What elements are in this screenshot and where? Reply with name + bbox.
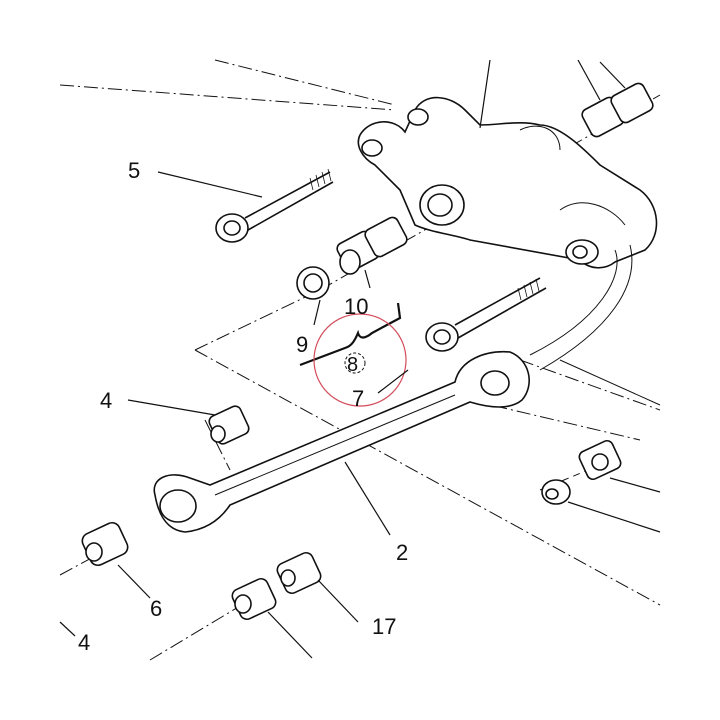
label-10: 10 (344, 294, 368, 319)
bracket-body (357, 96, 658, 269)
bracket-hole-2 (407, 108, 429, 126)
leader-4 (127, 399, 216, 416)
bracket-lower-hole-inner (572, 245, 588, 259)
bracket-edge-2 (559, 202, 626, 226)
bushing-6-end (85, 542, 103, 562)
bolt-7-shank-top (454, 277, 541, 326)
group-brace (299, 302, 402, 367)
centerline-top (214, 59, 396, 106)
right-bushing-end (591, 453, 609, 471)
bushing-bottom (231, 551, 322, 621)
centerline-bottom (149, 599, 251, 661)
right-cap-inner (545, 488, 559, 500)
bushing-10-end (339, 249, 361, 275)
bracket-edge (519, 125, 561, 151)
bolt-7 (425, 277, 547, 352)
washer-9 (296, 266, 330, 300)
link-arm-2 (153, 350, 530, 533)
centerline-bushing-6 (59, 547, 111, 576)
bushing-6 (81, 521, 129, 567)
label-17: 17 (372, 614, 396, 639)
bolt-5 (215, 168, 334, 243)
leader-10 (364, 269, 371, 289)
link-ridge (214, 394, 456, 496)
bolt-5-shank-bottom (247, 181, 334, 231)
leader-4-bottom (59, 621, 76, 637)
centerline-top-left (59, 84, 396, 111)
bolt-5-head-socket (223, 220, 241, 236)
label-6: 6 (150, 596, 162, 621)
bushing-17-end (280, 569, 296, 587)
leader-top-right-b (599, 61, 626, 89)
label-2: 2 (396, 540, 408, 565)
bushing-10 (336, 216, 408, 275)
leader-17 (317, 579, 359, 623)
label-7: 7 (352, 386, 364, 411)
arm-tail (559, 359, 661, 406)
right-small-parts (541, 439, 622, 505)
arm-edge-inner (539, 244, 633, 371)
leader-top-center (479, 59, 491, 129)
part-8-outline (344, 352, 366, 374)
arm-edge-outer (529, 249, 618, 356)
label-4-bottom: 4 (78, 630, 90, 655)
centerline-diagonal-long (194, 349, 661, 606)
sleeve-4-end (210, 425, 226, 443)
bolt-7-thread (517, 278, 540, 301)
leader-6 (117, 564, 151, 599)
label-8: 8 (347, 354, 358, 376)
bushing-bottom-a-end (234, 594, 252, 614)
leader-2 (344, 461, 391, 536)
curved-arm (529, 244, 661, 406)
centerline-right-mid (519, 359, 661, 411)
bolt-5-thread (309, 168, 332, 191)
highlight-circle (313, 313, 407, 407)
sleeve-4 (208, 405, 250, 445)
bolt-7-head-socket (433, 329, 451, 345)
label-5: 5 (128, 158, 140, 183)
callout-labels: 5 4 6 4 2 17 7 9 10 8 (78, 158, 408, 655)
link-eye-right (480, 370, 510, 396)
bushing-10b (364, 216, 408, 258)
bolt-5-shank-top (244, 171, 331, 219)
leader-right-bushing (609, 477, 661, 493)
leader-7 (377, 369, 409, 394)
upper-bracket (357, 96, 658, 269)
leader-lines (59, 59, 661, 659)
bushing-tr-b (610, 82, 654, 124)
washer-9-inner (303, 273, 323, 293)
bushing-top-right (581, 82, 654, 138)
link-eye-left (159, 489, 197, 523)
leader-right-cap (567, 501, 661, 533)
centerline-bracket-left (194, 289, 321, 351)
centerline-item4 (204, 419, 231, 471)
group-bracket (299, 302, 407, 407)
leader-9 (313, 299, 321, 326)
leader-top-right-a (577, 59, 601, 101)
bracket-hole-1 (361, 139, 383, 157)
label-9: 9 (296, 332, 308, 357)
label-4: 4 (100, 388, 112, 413)
bolt-7-shank-bottom (457, 287, 547, 339)
leader-bottom (267, 611, 313, 659)
bracket-bore-inner (427, 193, 453, 217)
leader-5 (157, 171, 263, 198)
